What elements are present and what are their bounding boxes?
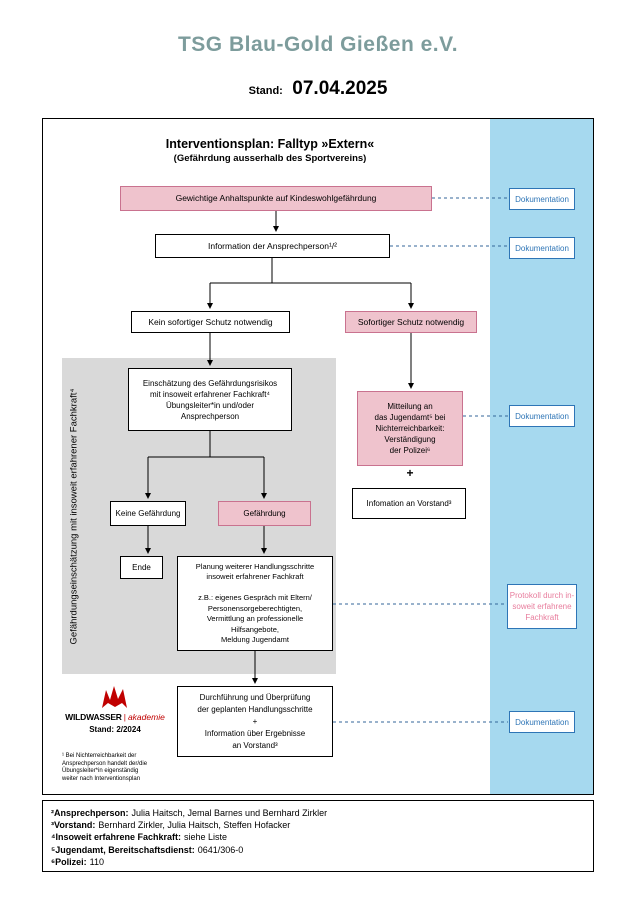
footnote-label: ²Ansprechperson: [51, 808, 129, 818]
footnote-label: ⁶Polizei: [51, 856, 87, 867]
logo-name: WILDWASSER [65, 712, 122, 722]
footnote-label: ⁴Insoweit erfahrene Fachkraft: [51, 832, 181, 843]
footnote-line: ²Ansprechperson:Julia Haitsch, Jemal Bar… [51, 807, 585, 819]
footnote-line: ⁵Jugendamt, Bereitschaftsdienst:0641/306… [51, 844, 585, 856]
plus-sign: + [406, 466, 414, 480]
stand-label: Stand: [248, 85, 283, 97]
footnotes-box: ²Ansprechperson:Julia Haitsch, Jemal Bar… [42, 800, 594, 872]
wildwasser-logo-block: WILDWASSER|akademie Stand: 2/2024 [60, 684, 170, 734]
footnote-value: Bernhard Zirkler, Julia Haitsch, Steffen… [98, 820, 291, 831]
dokumentation-box-2: Dokumentation [509, 237, 575, 259]
dokumentation-box-3: Dokumentation [509, 405, 575, 427]
dokumentation-box-4: Dokumentation [509, 711, 575, 733]
logo-wordmark: WILDWASSER|akademie [60, 712, 170, 722]
node-information-ansprechperson: Information der Ansprechperson¹/² [155, 234, 390, 258]
flowchart-subtitle: (Gefährdung ausserhalb des Sportvereins) [173, 153, 367, 164]
node-ende: Ende [120, 556, 163, 579]
footnote-line: ³Vorstand:Bernhard Zirkler, Julia Haitsc… [51, 819, 585, 831]
vertical-region-label: Gefährdungseinschätzung mit insoweit erf… [68, 388, 80, 645]
flowchart-title: Interventionsplan: Falltyp »Extern« [165, 137, 375, 151]
flowchart-title-block: Interventionsplan: Falltyp »Extern« (Gef… [60, 137, 480, 164]
protokoll-box: Protokoll durch in- soweit erfahrene Fac… [507, 584, 577, 629]
stand-date: 07.04.2025 [292, 78, 388, 99]
footnote-value: 110 [89, 856, 105, 867]
page-title: TSG Blau-Gold Gießen e.V. [177, 33, 459, 56]
node-anhaltspunkte: Gewichtige Anhaltspunkte auf Kindeswohlg… [120, 186, 432, 211]
footnote-value: siehe Liste [184, 832, 228, 843]
node-information-vorstand: Infomation an Vorstand³ [352, 488, 466, 519]
logo-sub: akademie [127, 712, 165, 722]
footnote-line: ⁴Insoweit erfahrene Fachkraft:siehe List… [51, 831, 585, 843]
node-einschaetzung: Einschätzung des Gefährdungsrisikos mit … [128, 368, 292, 431]
revision-date: Stand: 07.04.2025 [0, 78, 636, 100]
node-kein-sofortiger-schutz: Kein sofortiger Schutz notwendig [131, 311, 290, 333]
footnote-1: ¹ Bei Nichterreichbarkeit der Ansprechpe… [62, 753, 148, 782]
footnote-line: ⁶Polizei:110 [51, 856, 585, 868]
footnote-label: ³Vorstand: [51, 820, 96, 831]
footnote-value: Julia Haitsch, Jemal Barnes und Bernhard… [131, 808, 328, 818]
logo-version: Stand: 2/2024 [89, 725, 141, 734]
footnote-value: 0641/306-0 [197, 844, 244, 855]
node-gefaehrdung: Gefährdung [218, 501, 311, 526]
node-mitteilung-jugendamt: Mitteilung an das Jugendamt⁵ bei Nichter… [357, 391, 463, 466]
wildwasser-logo-icon [102, 686, 127, 708]
footnote-label: ⁵Jugendamt, Bereitschaftsdienst: [51, 844, 195, 855]
node-planung: Planung weiterer Handlungsschritte insow… [177, 556, 333, 651]
node-durchfuehrung: Durchführung und Überprüfung der geplant… [177, 686, 333, 757]
documentation-band [490, 119, 593, 794]
node-sofortiger-schutz: Sofortiger Schutz notwendig [345, 311, 477, 333]
node-keine-gefaehrdung: Keine Gefährdung [110, 501, 186, 526]
dokumentation-box-1: Dokumentation [509, 188, 575, 210]
logo-divider: | [123, 712, 126, 722]
